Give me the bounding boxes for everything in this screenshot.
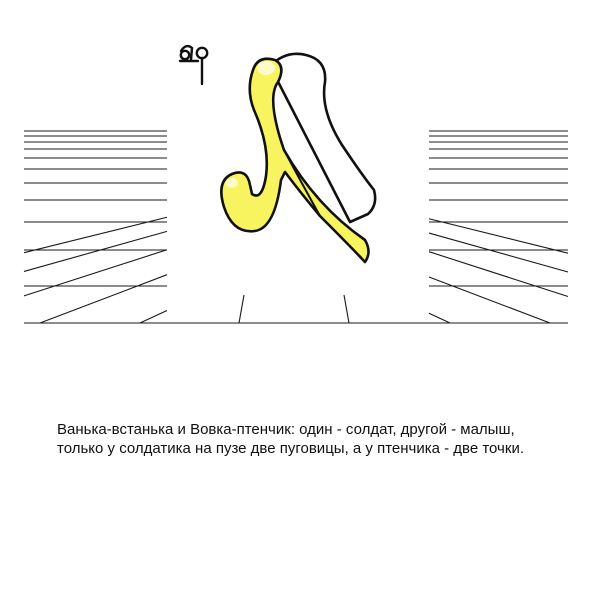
illustration-scene — [23, 44, 569, 324]
floor-lines — [24, 294, 568, 324]
perspective-grid-left — [23, 130, 168, 324]
perspective-grid-right — [428, 130, 569, 324]
glyph-illustration — [220, 52, 377, 264]
glyph-highlights — [226, 61, 275, 188]
caption-text: Ванька-встанька и Вовка-птенчик: один - … — [57, 421, 524, 457]
logo-mark — [178, 44, 209, 86]
